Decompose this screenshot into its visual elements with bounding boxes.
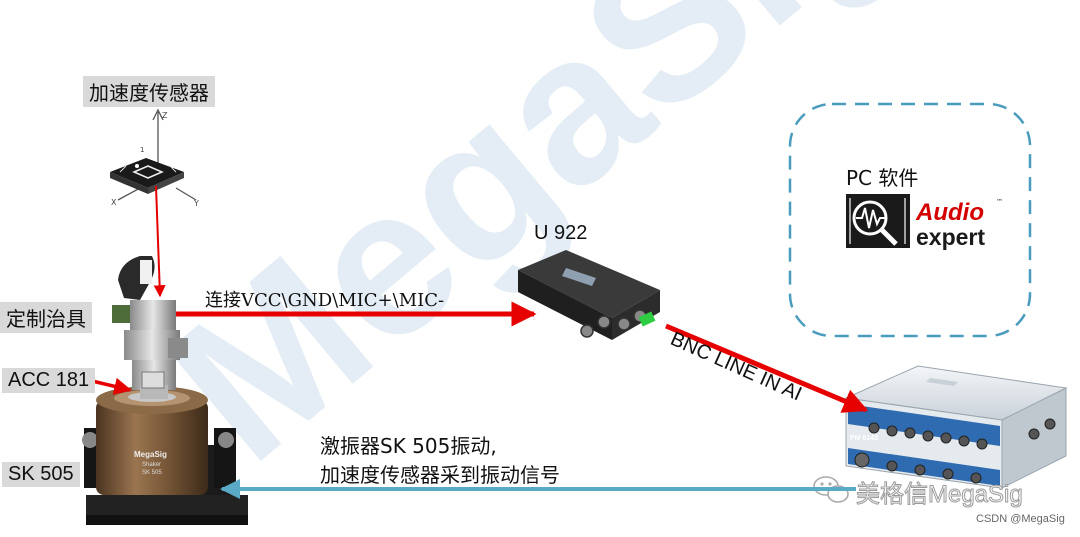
sensor-to-fixture-arrow [153,185,166,298]
wechat-brand-text: 美格信MegaSig [856,481,1024,509]
shaker-line-1: Shaker [142,462,161,468]
shaker-brand: MegaSig [134,450,167,459]
shaker-line-2: SK 505 [142,470,162,476]
logo-word-audio: Audio [915,199,984,226]
audio-expert-logo [846,194,910,248]
daq-pm6143-device [844,365,1068,489]
custom-fixture [112,256,188,399]
csdn-credit: CSDN @MegaSig [976,513,1065,525]
accelerometer-icon [110,108,197,201]
label-shaker-desc-1: 激振器SK 505振动, [320,434,497,458]
label-shaker-desc-2: 加速度传感器采到振动信号 [320,463,560,487]
sensor-pin-one: 1 [140,146,144,154]
u922-device [518,250,660,340]
label-pc-software: PC 软件 [846,166,919,190]
daq-model-label: PM 6143 [850,435,878,442]
label-connection: 连接VCC\GND\MIC+\MIC- [205,290,445,311]
label-sk505: SK 505 [2,462,80,487]
label-u922: U 922 [534,222,588,244]
pc-software-box [788,102,1032,338]
sensor-axis-x: X [111,198,117,207]
watermark-text: MegaSig [128,0,941,504]
label-accel-sensor: 加速度传感器 [83,76,215,107]
label-fixture: 定制治具 [0,302,92,333]
logo-trademark: ™ [996,198,1003,206]
sensor-axis-y: Y [193,199,199,208]
bnc-line-arrow [665,323,869,413]
sensor-axis-z: Z [162,111,168,120]
logo-word-expert: expert [916,224,985,250]
label-acc181: ACC 181 [2,368,96,393]
